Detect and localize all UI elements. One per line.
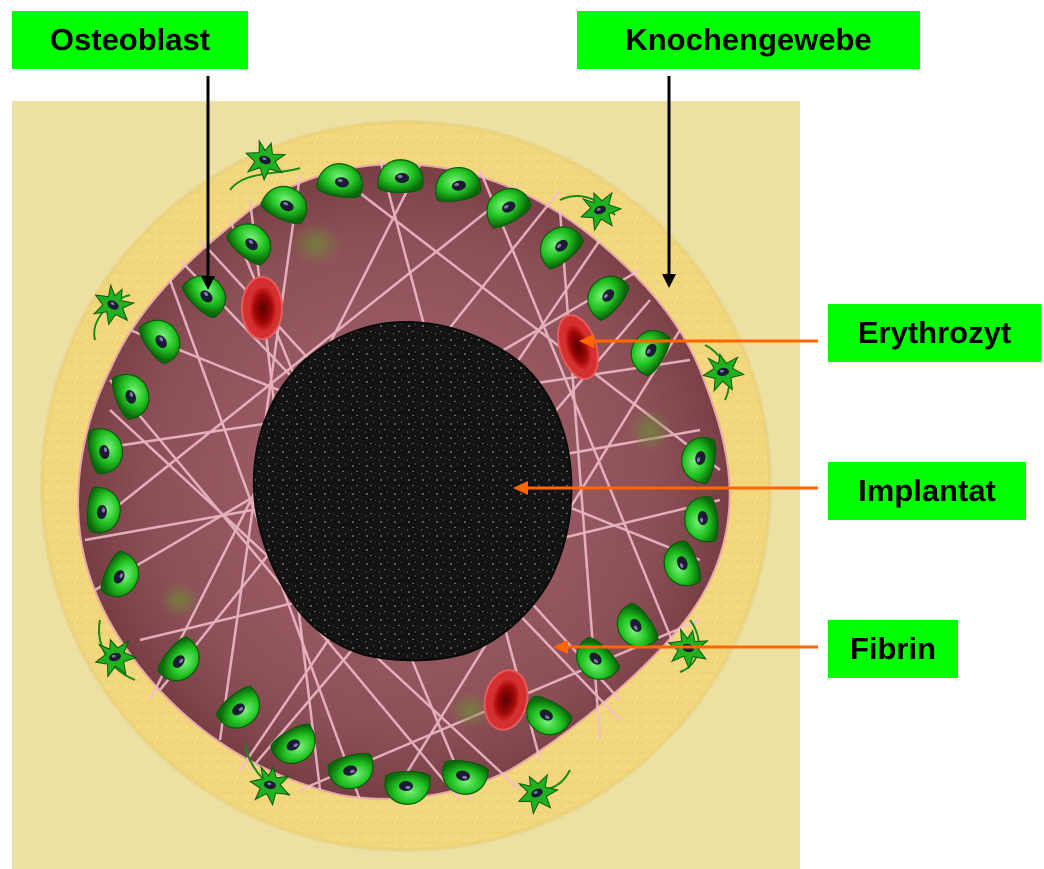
cell-shadow (160, 582, 200, 618)
erythrocyte (242, 277, 282, 339)
cell-shadow (290, 222, 342, 266)
label-fibrin: Fibrin (828, 620, 958, 678)
label-osteoblast: Osteoblast (12, 11, 248, 69)
label-knochengewebe: Knochengewebe (577, 11, 920, 69)
label-erythrozyt: Erythrozyt (828, 304, 1041, 362)
label-implantat: Implantat (828, 462, 1026, 520)
cell-shadow (628, 408, 672, 452)
